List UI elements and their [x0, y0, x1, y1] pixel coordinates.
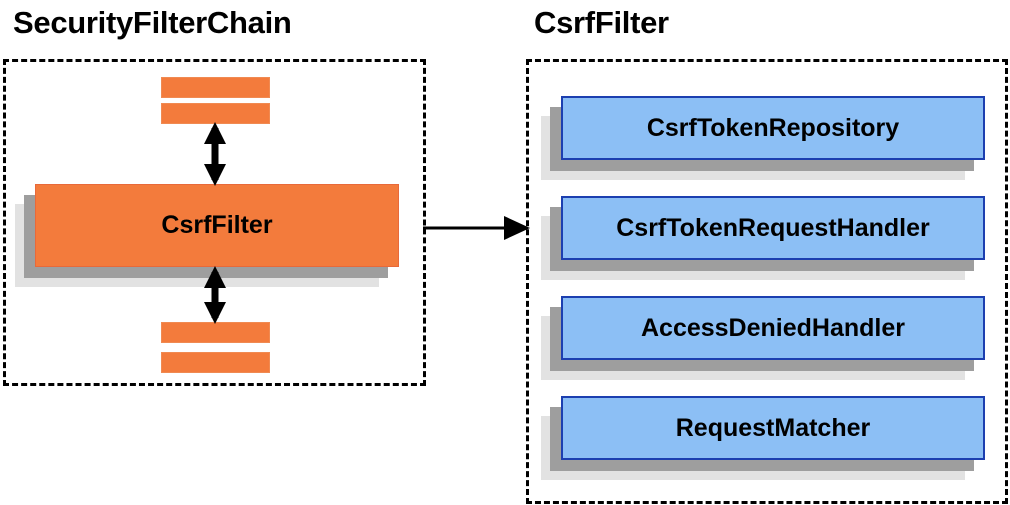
node-label: CsrfTokenRepository — [646, 113, 900, 142]
filter-slab-bottom-2 — [161, 352, 270, 373]
node-label: AccessDeniedHandler — [640, 313, 905, 342]
node-label: CsrfTokenRequestHandler — [616, 213, 930, 242]
node-face: CsrfTokenRepository — [561, 96, 985, 160]
node-csrftokenrequesthandler[interactable]: CsrfTokenRequestHandler — [541, 196, 985, 280]
filter-slab-bottom-1 — [161, 322, 270, 343]
node-csrffilter[interactable]: CsrfFilter — [15, 184, 399, 287]
node-label: RequestMatcher — [675, 413, 871, 442]
node-csrftokenrepository[interactable]: CsrfTokenRepository — [541, 96, 985, 180]
node-face: AccessDeniedHandler — [561, 296, 985, 360]
page-title-csrf-filter: CsrfFilter — [534, 5, 669, 40]
node-label: CsrfFilter — [161, 211, 273, 239]
csrf-filter-detail-panel — [526, 59, 1008, 504]
node-accessdeniedhandler[interactable]: AccessDeniedHandler — [541, 296, 985, 380]
filter-slab-top-2 — [161, 103, 270, 124]
node-requestmatcher[interactable]: RequestMatcher — [541, 396, 985, 480]
security-filter-chain-panel — [3, 59, 426, 386]
node-face: CsrfTokenRequestHandler — [561, 196, 985, 260]
arrow-csrffilter-to-detail — [423, 216, 530, 240]
node-face: CsrfFilter — [35, 184, 399, 267]
node-face: RequestMatcher — [561, 396, 985, 460]
page-title-security-filter-chain: SecurityFilterChain — [13, 5, 292, 40]
filter-slab-top-1 — [161, 77, 270, 98]
